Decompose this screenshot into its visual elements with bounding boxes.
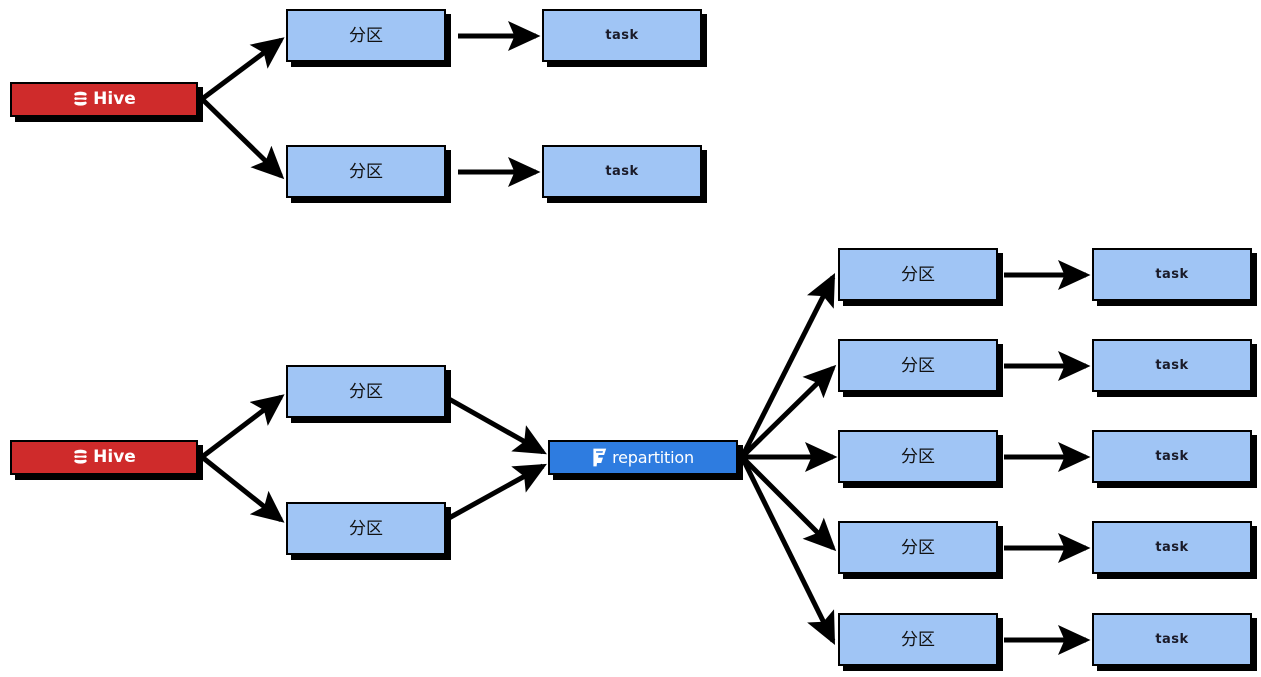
task-label: task (605, 28, 639, 43)
partition-node[interactable]: 分区 (838, 430, 998, 483)
repartition-label: repartition (612, 447, 694, 467)
partition-label: 分区 (349, 519, 383, 538)
task-node[interactable]: task (1092, 339, 1252, 392)
hive-source-node-bottom[interactable]: Hive (10, 440, 198, 475)
partition-node[interactable]: 分区 (286, 9, 446, 62)
edge-hive-top-to-partition-2 (200, 97, 285, 180)
task-label: task (1155, 540, 1189, 555)
database-stack-icon (72, 449, 89, 467)
foursquare-flag-icon (592, 448, 608, 467)
partition-node[interactable]: 分区 (838, 339, 998, 392)
edge-repartition-to-partition-5 (739, 455, 836, 646)
partition-label: 分区 (349, 382, 383, 401)
task-node[interactable]: task (1092, 613, 1252, 666)
task-node[interactable]: task (1092, 430, 1252, 483)
partition-node[interactable]: 分区 (286, 145, 446, 198)
partition-label: 分区 (901, 265, 935, 284)
task-node[interactable]: task (542, 9, 702, 62)
repartition-node[interactable]: repartition (548, 440, 738, 475)
edge-repartition-to-partition-1 (739, 272, 836, 459)
partition-node[interactable]: 分区 (286, 365, 446, 418)
edge-partition-1-to-repartition (447, 396, 547, 455)
edge-hive-top-to-partition-1 (200, 37, 285, 102)
task-label: task (605, 164, 639, 179)
edge-repartition-to-partition-4 (740, 455, 837, 552)
partition-label: 分区 (901, 447, 935, 466)
partition-label: 分区 (349, 26, 383, 45)
task-label: task (1155, 267, 1189, 282)
hive-source-node-top[interactable]: Hive (10, 82, 198, 117)
task-node[interactable]: task (1092, 521, 1252, 574)
partition-label: 分区 (901, 538, 935, 557)
edge-repartition-to-partition-2 (740, 364, 837, 459)
task-label: task (1155, 358, 1189, 373)
partition-node[interactable]: 分区 (838, 613, 998, 666)
edge-partition-2-to-repartition (447, 463, 547, 521)
partition-node[interactable]: 分区 (838, 521, 998, 574)
edge-hive-bottom-to-partition-1 (200, 394, 285, 459)
partition-label: 分区 (349, 162, 383, 181)
task-node[interactable]: task (542, 145, 702, 198)
hive-label: Hive (93, 447, 136, 467)
partition-label: 分区 (901, 630, 935, 649)
task-label: task (1155, 632, 1189, 647)
task-node[interactable]: task (1092, 248, 1252, 301)
database-stack-icon (72, 91, 89, 109)
partition-node[interactable]: 分区 (286, 502, 446, 555)
partition-label: 分区 (901, 356, 935, 375)
task-label: task (1155, 449, 1189, 464)
edge-hive-bottom-to-partition-2 (200, 455, 285, 523)
hive-label: Hive (93, 89, 136, 109)
partition-node[interactable]: 分区 (838, 248, 998, 301)
